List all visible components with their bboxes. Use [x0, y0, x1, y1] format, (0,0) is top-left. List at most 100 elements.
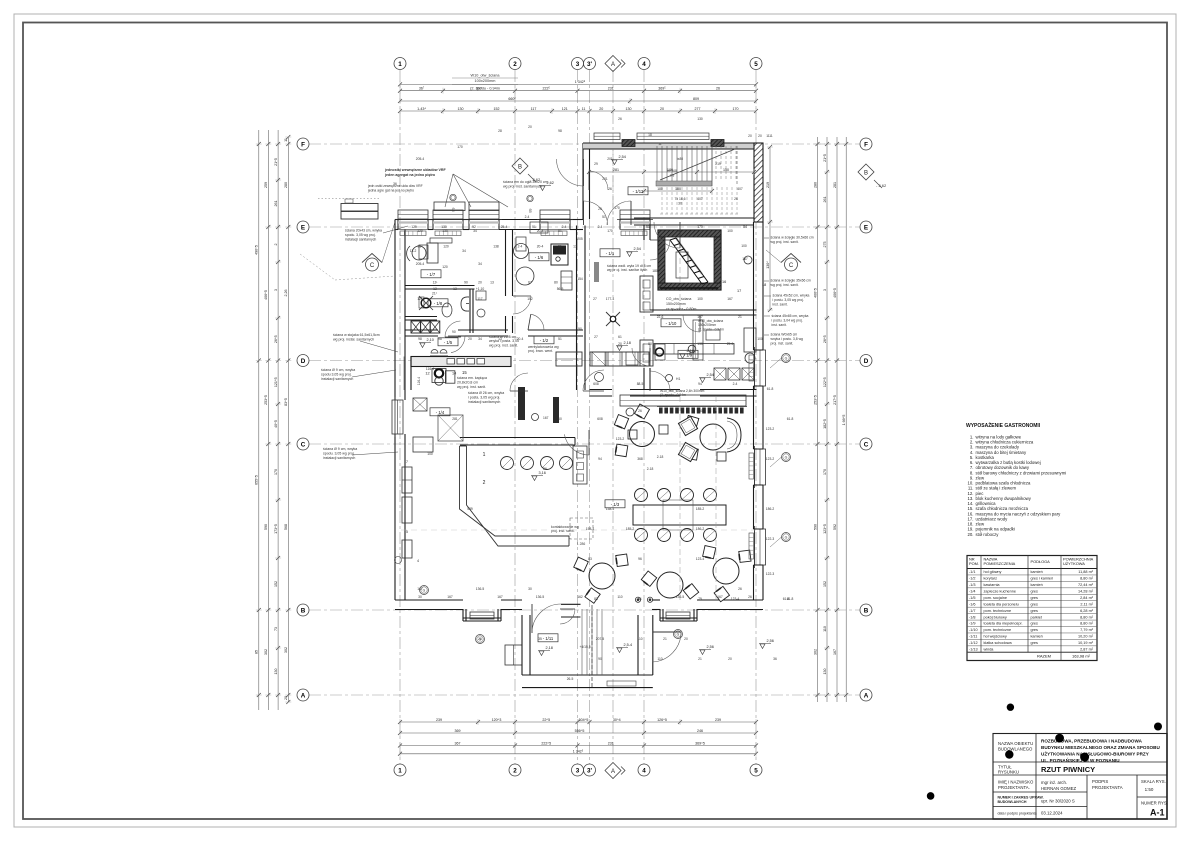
svg-text:G: G	[785, 535, 788, 539]
svg-text:-1/12: -1/12	[969, 641, 978, 645]
svg-text:2-4: 2-4	[598, 225, 603, 229]
svg-text:G: G	[785, 356, 788, 360]
svg-text:C: C	[301, 441, 306, 448]
svg-text:wentylatorownia wg: wentylatorownia wg	[528, 345, 559, 349]
svg-text:368: 368	[637, 457, 643, 461]
svg-text:wytwarzalka z butlą kostki lod: wytwarzalka z butlą kostki lodowej	[976, 460, 1041, 465]
svg-text:154: 154	[577, 277, 583, 281]
svg-text:130⁴: 130⁴	[766, 261, 770, 269]
svg-text:-1/3: -1/3	[969, 583, 976, 587]
svg-text:zlew: zlew	[976, 475, 985, 480]
svg-text:16: 16	[722, 280, 726, 284]
svg-text:568: 568	[284, 524, 288, 530]
svg-text:117: 117	[531, 107, 537, 111]
svg-text:maszyna do bitej śmietany: maszyna do bitej śmietany	[976, 450, 1027, 455]
svg-text:pokój biurowy: pokój biurowy	[984, 615, 1007, 619]
svg-text:34: 34	[462, 249, 466, 253]
svg-text:BUDYNKU MIESZKALNEGO ORAZ ZMIA: BUDYNKU MIESZKALNEGO ORAZ ZMIANA SPOSOBU	[1041, 745, 1160, 750]
svg-text:gres: gres	[1031, 622, 1038, 626]
svg-text:34: 34	[478, 337, 482, 341]
svg-text:11: 11	[284, 138, 288, 142]
svg-text:kamień: kamień	[1031, 583, 1043, 587]
svg-text:30: 30	[678, 202, 682, 206]
svg-text:367: 367	[455, 741, 461, 745]
svg-text:2,87 m²: 2,87 m²	[1080, 647, 1094, 651]
svg-text:kostkarka: kostkarka	[976, 455, 995, 460]
svg-text:152: 152	[494, 107, 500, 111]
svg-text:jedna agre gat na jed no piętr: jedna agre gat na jed no piętro	[367, 188, 414, 192]
svg-text:406^5: 406^5	[833, 288, 837, 298]
svg-text:8,80 m²: 8,80 m²	[1080, 615, 1094, 619]
svg-text:253^5: 253^5	[264, 395, 268, 405]
svg-text:201: 201	[602, 177, 608, 181]
svg-text:7.: 7.	[970, 465, 974, 470]
svg-text:96: 96	[638, 557, 642, 561]
svg-text:PROJEKTANTA.: PROJEKTANTA.	[998, 785, 1030, 790]
svg-text:13.: 13.	[968, 496, 974, 501]
svg-text:zlew: zlew	[976, 522, 985, 527]
svg-text:22^5: 22^5	[542, 718, 550, 722]
svg-text:51: 51	[638, 597, 642, 601]
svg-text:100x200mm: 100x200mm	[475, 79, 496, 83]
svg-text:608: 608	[597, 417, 603, 421]
svg-text:W10_otw_ściana: W10_otw_ściana	[698, 319, 723, 323]
svg-text:280: 280	[813, 182, 817, 188]
svg-text:167: 167	[833, 649, 837, 655]
svg-text:gres: gres	[1031, 596, 1038, 600]
svg-text:7,79 m²: 7,79 m²	[1080, 628, 1094, 632]
svg-text:ściana Ø 22/8 cm,: ściana Ø 22/8 cm,	[489, 335, 517, 339]
svg-text:C: C	[789, 263, 794, 269]
svg-text:167: 167	[543, 416, 549, 420]
svg-text:121: 121	[562, 107, 568, 111]
svg-text:2,56: 2,56	[767, 639, 774, 643]
svg-text:11: 11	[658, 142, 662, 146]
svg-text:130: 130	[626, 107, 632, 111]
svg-text:2: 2	[513, 767, 517, 774]
svg-text:+1,10: +1,10	[476, 287, 485, 291]
svg-text:ściana w ścięgle 35x66 cm: ściana w ścięgle 35x66 cm	[771, 279, 812, 283]
svg-text:3: 3	[823, 289, 827, 291]
svg-text:123-2: 123-2	[766, 457, 775, 461]
svg-text:110: 110	[823, 626, 827, 632]
svg-text:15.: 15.	[968, 506, 974, 511]
svg-text:UŻYTKOWA: UŻYTKOWA	[1063, 561, 1085, 566]
svg-text:56-5: 56-5	[557, 287, 564, 291]
svg-text:uzdatniacz wody: uzdatniacz wody	[976, 516, 1009, 521]
svg-text:20: 20	[618, 342, 622, 346]
svg-text:100: 100	[697, 297, 703, 301]
svg-text:upr. Nr 30/2020 S: upr. Nr 30/2020 S	[1041, 799, 1075, 804]
svg-text:9.: 9.	[970, 475, 974, 480]
svg-text:20: 20	[528, 125, 532, 129]
svg-text:3.: 3.	[970, 445, 974, 450]
svg-text:zaplecze kuchenne: zaplecze kuchenne	[984, 589, 1017, 593]
svg-text:2,54: 2,54	[634, 247, 641, 251]
svg-text:110: 110	[637, 637, 642, 641]
svg-text:wg proj. inst. sanitarnych: wg proj. inst. sanitarnych	[503, 184, 542, 188]
svg-text:136-5: 136-5	[476, 587, 485, 591]
svg-text:21: 21	[663, 637, 667, 641]
svg-text:inst. sanit.: inst. sanit.	[773, 302, 788, 306]
svg-text:- 2,62: - 2,62	[876, 183, 887, 188]
svg-text:klatka schodowa: klatka schodowa	[984, 641, 1013, 645]
svg-text:korytarz: korytarz	[984, 577, 998, 581]
svg-text:160: 160	[697, 409, 703, 413]
svg-text:20.: 20.	[968, 532, 974, 537]
svg-text:2,11 m²: 2,11 m²	[1080, 602, 1093, 606]
svg-text:219: 219	[715, 162, 721, 166]
svg-text:- 1/12: - 1/12	[633, 189, 644, 194]
svg-text:185-2: 185-2	[696, 507, 705, 511]
svg-text:25-6: 25-6	[727, 342, 734, 346]
svg-text:182^5: 182^5	[823, 419, 827, 429]
svg-text:- 1/6: - 1/6	[535, 255, 544, 260]
svg-text:instalacji sanitarnych: instalacji sanitarnych	[321, 377, 353, 381]
svg-text:2-4: 2-4	[525, 215, 530, 219]
svg-text:11.: 11.	[968, 486, 974, 491]
svg-text:170: 170	[607, 229, 613, 233]
svg-text:2,26: 2,26	[284, 290, 288, 297]
svg-text:51: 51	[558, 245, 562, 249]
svg-text:186-2: 186-2	[766, 507, 775, 511]
svg-text:20: 20	[758, 134, 762, 138]
svg-text:20,8x20,8 cm: 20,8x20,8 cm	[457, 380, 478, 384]
svg-text:wg proj. inst. sanit.: wg proj. inst. sanit.	[771, 240, 799, 244]
svg-text:kamień: kamień	[1031, 570, 1043, 574]
